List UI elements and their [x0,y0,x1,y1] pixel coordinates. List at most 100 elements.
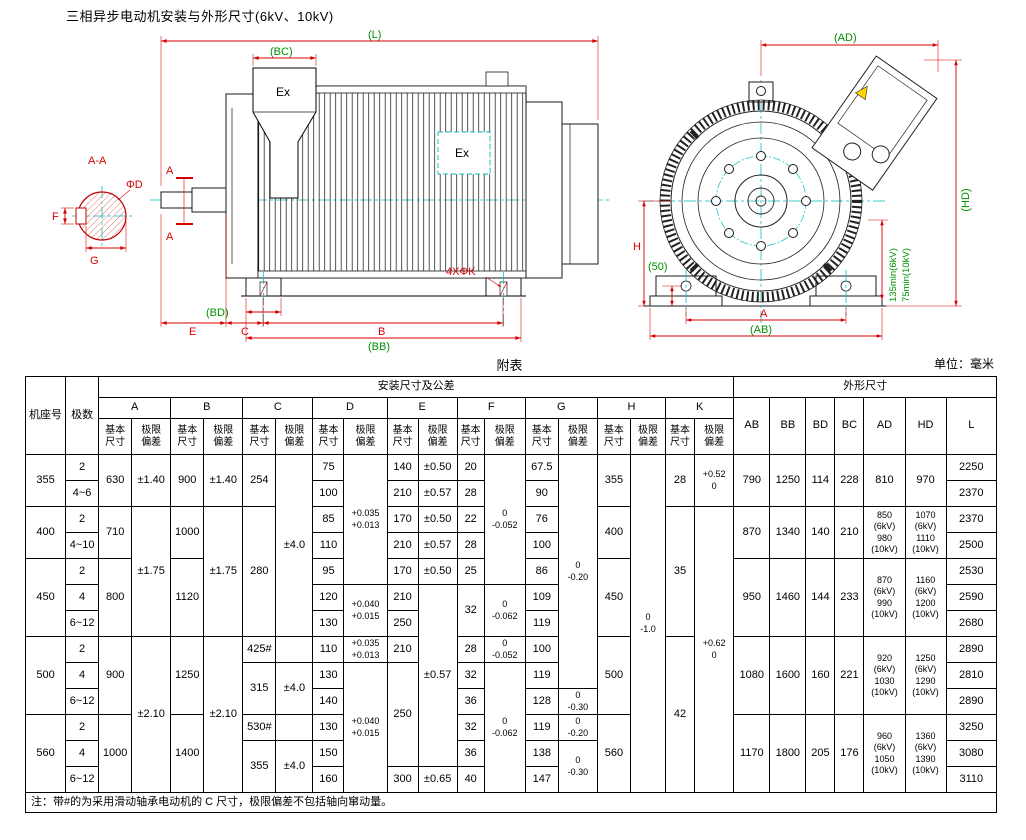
table-cell: +0.52 0 [694,454,735,507]
header-cell: 极限 偏差 [417,418,458,455]
h-dim-label: H [633,241,641,253]
table-cell: 2810 [945,662,998,689]
table-cell: 355 [242,740,277,793]
g-dim-label: G [90,255,99,267]
header-cell: E [386,397,458,419]
table-cell: 210 [386,532,419,559]
table-cell: 28 [456,636,485,663]
min-clearance-6kv-label: 135min(6kV) [888,248,899,302]
header-cell: 基本 尺寸 [386,418,419,455]
table-cell: 0 -0.062 [483,584,526,637]
table-cell: 36 [456,688,485,715]
header-cell: L [945,397,998,455]
table-cell [275,714,314,741]
table-cell: 0 -0.052 [483,636,526,663]
table-cell: 500 [24,636,67,715]
table-cell: 100 [312,480,345,507]
table-cell: 0 -0.052 [483,454,526,585]
table-cell: 450 [596,558,631,637]
table-cell: 119 [524,610,559,637]
table-cell: 90 [524,480,559,507]
table-cell: 300 [386,766,419,793]
table-caption: 附表 [496,358,523,373]
table-cell: 1120 [170,558,205,637]
table-cell: 110 [312,532,345,559]
table-cell: 100 [524,636,559,663]
table-cell: 210 [386,636,419,663]
table-cell: 205 [805,714,836,793]
header-cell: 极限 偏差 [694,418,735,455]
table-cell: 280 [242,506,277,637]
table-cell: 28 [456,480,485,507]
table-cell: 120 [312,584,345,611]
table-cell: 6~12 [65,610,100,637]
table-cell: 1170 [733,714,771,793]
table-cell: +0.040 +0.015 [343,584,388,637]
table-cell: 3250 [945,714,998,741]
table-cell: 228 [834,454,865,507]
table-cell: 1070 (6kV) 1110 (10kV) [904,506,947,559]
table-cell: 28 [664,454,696,507]
bd-dim-label: (BD) [206,307,229,319]
table-cell: 0 -0.30 [557,740,598,793]
table-cell: 560 [24,714,67,793]
table-cell: 2 [65,636,100,663]
header-cell: 外形尺寸 [733,376,997,398]
table-cell: 2890 [945,636,998,663]
fan-cover [561,123,599,265]
table-cell: 2 [65,558,100,585]
table-cell: 400 [596,506,631,559]
table-cell: 4 [65,740,100,767]
table-cell: ±0.50 [417,558,458,585]
table-cell: 870 [733,506,771,559]
table-cell: 32 [456,662,485,689]
section-mark-a-top: A [166,165,174,177]
l-dim-label: (L) [368,29,381,41]
table-cell: 1800 [769,714,807,793]
table-cell: 36 [456,740,485,767]
header-cell: 基本 尺寸 [664,418,696,455]
table-cell: 315 [242,662,277,715]
table-cell: 0 -1.0 [629,454,667,793]
table-cell: 109 [524,584,559,611]
table-cell: 233 [834,558,865,637]
table-cell: 1340 [769,506,807,559]
table-cell: 35 [664,506,696,637]
table-cell: 530# [242,714,277,741]
table-cell: 2680 [945,610,998,637]
b-dim-label: B [378,326,385,338]
table-cell: 170 [386,558,419,585]
table-cell: 960 (6kV) 1050 (10kV) [863,714,906,793]
k-holes-label: 4XΦK [446,266,476,278]
table-cell: 140 [312,688,345,715]
header-cell: AD [863,397,906,455]
fifty-dim-label: (50) [648,261,668,273]
header-cell: 极限 偏差 [131,418,172,455]
table-cell: ±0.50 [417,454,458,481]
table-cell: 950 [733,558,771,637]
table-cell: ±1.40 [131,454,172,507]
table-cell: ±4.0 [275,454,314,637]
table-cell: 500 [596,636,631,715]
table-cell: 1080 [733,636,771,715]
table-cell: 1360 (6kV) 1390 (10kV) [904,714,947,793]
table-cell: ±0.57 [417,584,458,767]
unit-label: 单位：毫米 [933,357,994,371]
header-cell: 极限 偏差 [629,418,667,455]
table-note: 注：带#的为采用滑动轴承电动机的 C 尺寸，极限偏差不包括轴向窜动量。 [25,792,997,813]
header-cell: F [456,397,526,419]
table-cell: 710 [98,506,133,559]
table-cell: 2370 [945,480,998,507]
table-cell: 32 [456,584,485,637]
header-cell: K [664,397,735,419]
table-cell: 810 [863,454,906,507]
table-cell: 160 [805,636,836,715]
header-cell: B [170,397,244,419]
table-cell: 2 [65,506,100,533]
table-cell: 970 [904,454,947,507]
table-cell: 86 [524,558,559,585]
motor-front-view: (AD) (HD) H (50) 135min(6kV) 75min(10kV)… [633,32,972,340]
shaft-extension [160,191,195,209]
f-dim-label: F [52,211,59,223]
